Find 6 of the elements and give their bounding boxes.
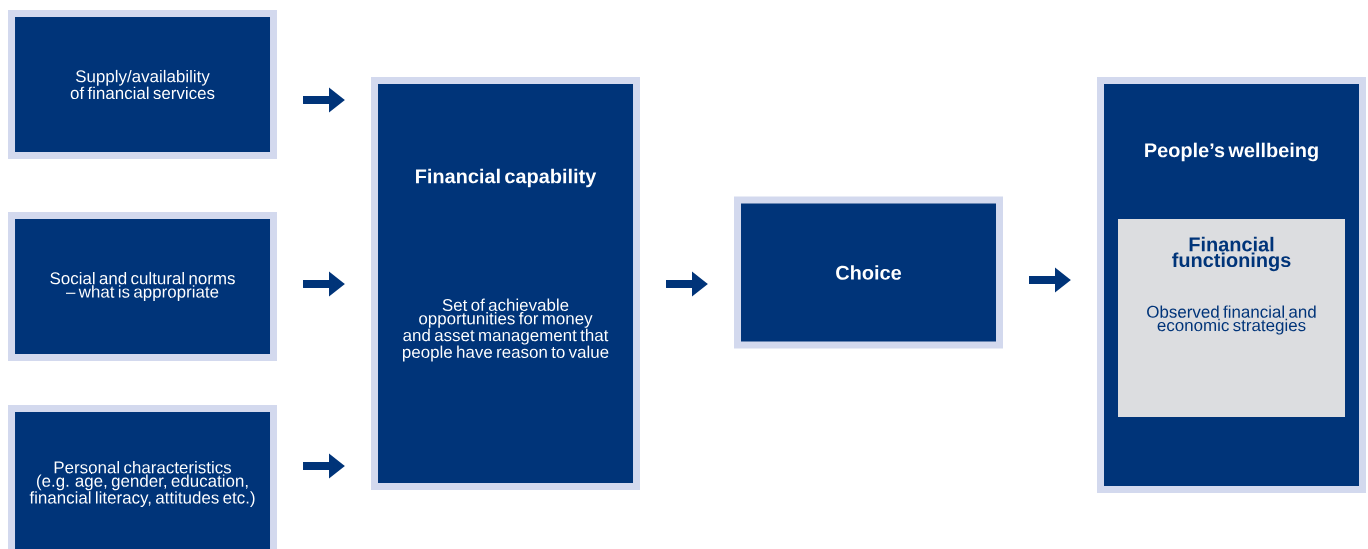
inner-box: Financial functionings Observed financial and economic strategies — [1118, 219, 1345, 417]
process-box: Social and cultural norms – what is appropriate — [8, 212, 277, 361]
process-box: Choice — [734, 196, 1003, 349]
process-box: Financial capability Set of achievable opportunities for money and asset management that people have reason to value — [371, 77, 640, 490]
process-box: Personal characteristics (e.g. age, gender, education, financial literacy, attitudes etc.) — [8, 404, 277, 549]
process-box: Supply/availability of financial services — [8, 10, 277, 159]
